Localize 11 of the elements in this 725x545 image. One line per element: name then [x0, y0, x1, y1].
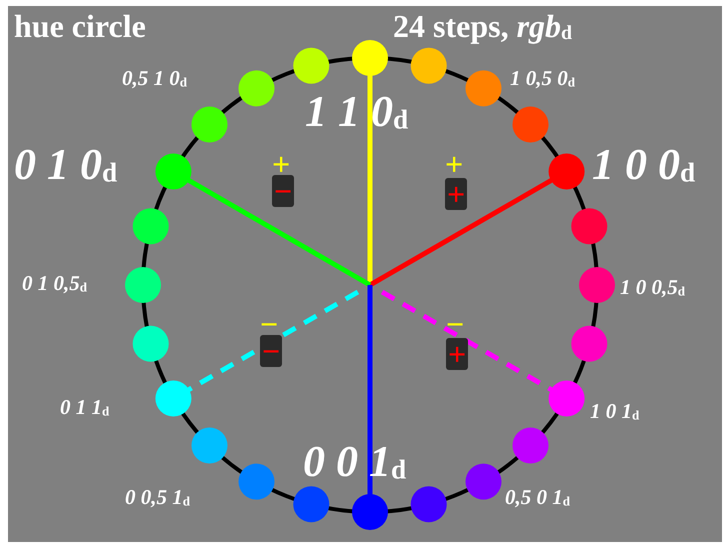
- subtitle: 24 steps, rgb$_{d}$: [393, 10, 572, 44]
- minus-sign: −: [272, 175, 294, 207]
- minus-sign: −: [260, 335, 282, 367]
- minus-sign: −: [446, 308, 464, 340]
- color-code-label: 0 1 0$_{d}$: [14, 143, 118, 187]
- plus-sign: +: [445, 148, 464, 180]
- color-code-label: 1 0 0$_{d}$: [592, 143, 696, 187]
- plus-sign: +: [446, 338, 468, 370]
- color-code-label: 1 1 0$_{d}$: [305, 90, 408, 134]
- title: hue circle: [14, 10, 146, 42]
- plus-sign: +: [445, 178, 468, 210]
